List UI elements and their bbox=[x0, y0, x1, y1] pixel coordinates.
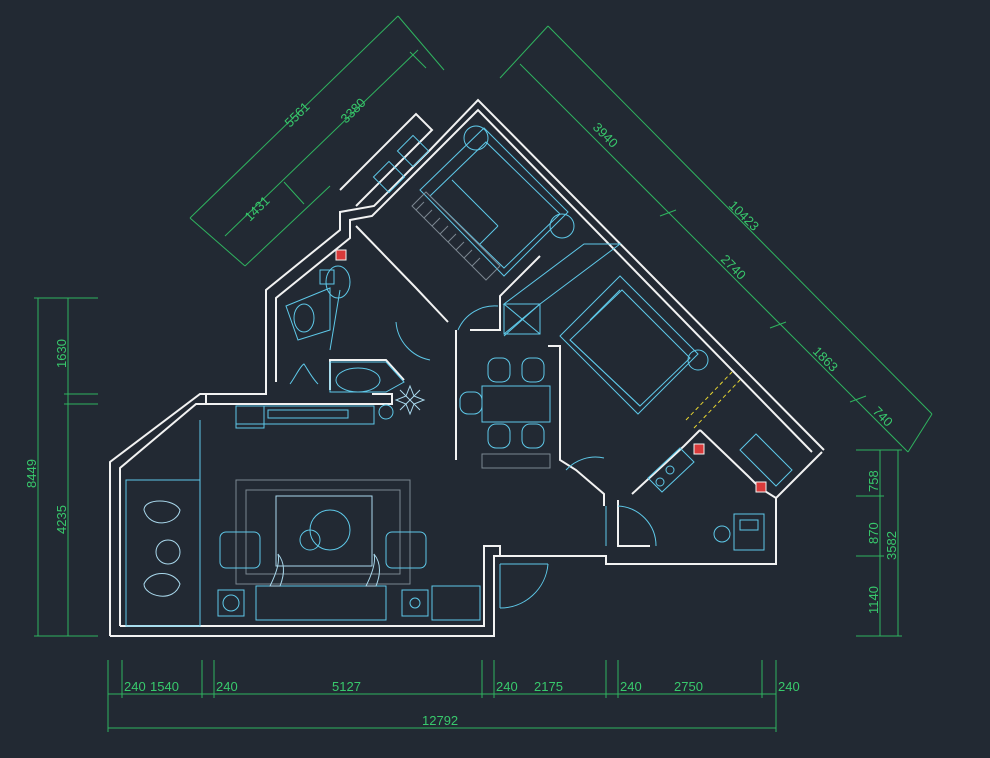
dim-bottom-240-b: 240 bbox=[216, 679, 238, 694]
dim-right-3582: 3582 bbox=[884, 531, 899, 560]
bed-2 bbox=[559, 275, 709, 415]
dim-bottom-1540: 1540 bbox=[150, 679, 179, 694]
walls bbox=[109, 98, 825, 637]
dim-upper-left-inner: 1431 bbox=[242, 193, 273, 224]
dim-upper-right-a: 3940 bbox=[590, 120, 621, 151]
dim-right-1140: 1140 bbox=[866, 586, 881, 614]
dim-upper-right-total: 10423 bbox=[726, 198, 762, 234]
dim-right-870: 870 bbox=[866, 522, 881, 544]
dining-table bbox=[459, 357, 551, 469]
balcony-lounge bbox=[125, 420, 201, 627]
kitchen bbox=[647, 433, 793, 551]
compass-symbol bbox=[394, 384, 426, 416]
dim-bottom-2175: 2175 bbox=[534, 679, 563, 694]
dim-bottom-240-c: 240 bbox=[496, 679, 518, 694]
dim-bottom-240-d: 240 bbox=[620, 679, 642, 694]
dim-bottom-240-e: 240 bbox=[778, 679, 800, 694]
dim-bottom-2750: 2750 bbox=[674, 679, 703, 694]
living-room-set bbox=[217, 479, 481, 621]
dim-left-1630: 1630 bbox=[54, 339, 69, 368]
dim-upper-right-d: 740 bbox=[870, 404, 896, 430]
dim-right-758: 758 bbox=[866, 470, 881, 492]
dim-upper-left-middle: 3380 bbox=[338, 95, 369, 126]
balcony-chairs bbox=[372, 134, 430, 194]
dim-bottom-total: 12792 bbox=[422, 713, 458, 728]
tv-cabinet bbox=[235, 404, 394, 429]
dim-bottom-5127: 5127 bbox=[332, 679, 361, 694]
bed-1 bbox=[411, 125, 575, 281]
dim-bottom-240-a: 240 bbox=[124, 679, 146, 694]
furniture bbox=[125, 125, 793, 627]
door-swings bbox=[395, 305, 657, 609]
dim-left-4235: 4235 bbox=[54, 505, 69, 534]
dim-left-total: 8449 bbox=[24, 459, 39, 488]
dimension-lines bbox=[34, 15, 933, 732]
bathroom bbox=[285, 249, 405, 393]
wardrobe bbox=[502, 243, 622, 337]
